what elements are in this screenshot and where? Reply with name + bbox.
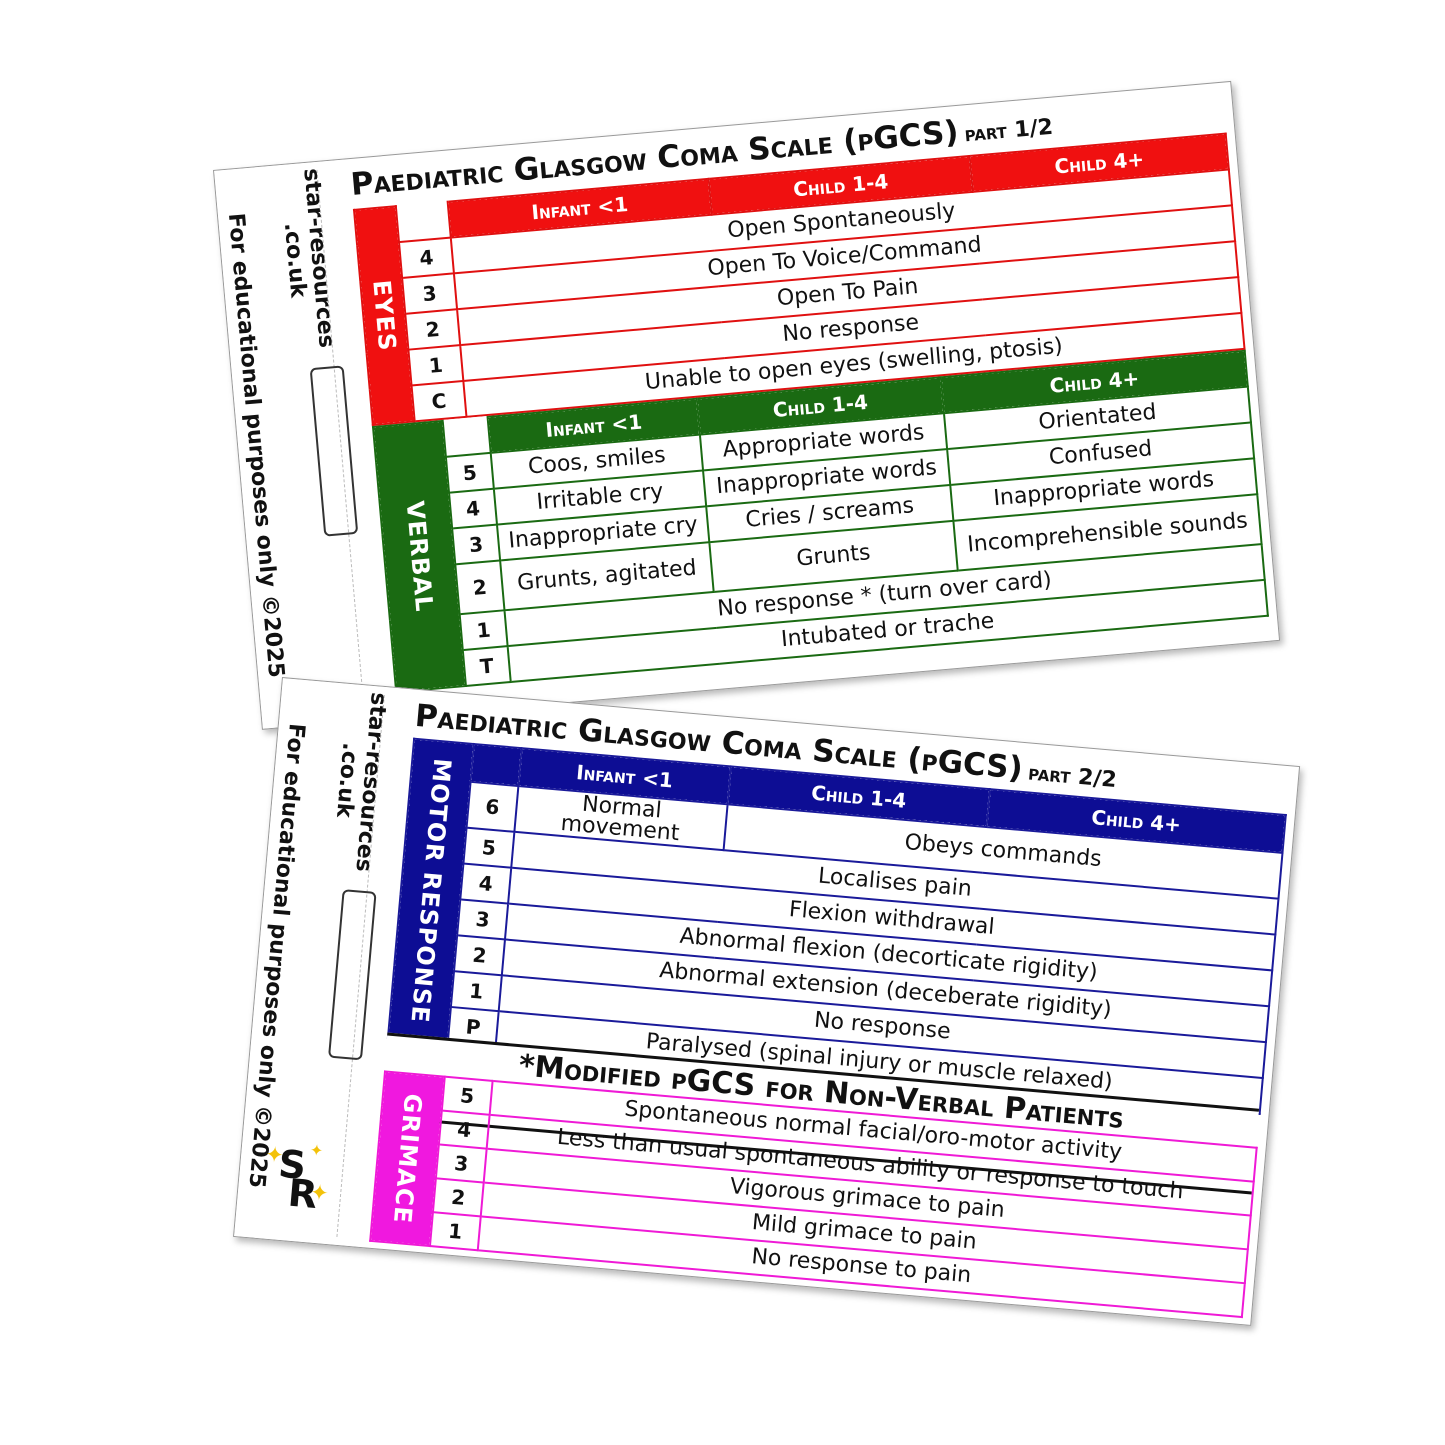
site-url: star-resources .co.uk: [326, 689, 391, 872]
motor-score-1: 1: [450, 971, 502, 1012]
grimace-score-1: 1: [429, 1212, 481, 1251]
star-resources-logo: ✦ ✦ ✦ S R: [264, 1140, 330, 1218]
logo-letter-r: R: [286, 1170, 320, 1217]
verbal-score-t: T: [462, 646, 511, 686]
motor-score-4: 4: [460, 863, 512, 904]
educational-note: For educational purposes only ©2025: [243, 722, 309, 1190]
title-part: part 1/2: [963, 114, 1055, 148]
site-url: star-resources .co.uk: [274, 167, 339, 350]
pgcs-card-part-1: star-resources .co.uk For educational pu…: [213, 80, 1281, 730]
pgcs-card-part-2: star-resources .co.uk For educational pu…: [233, 677, 1301, 1326]
score-header: [442, 417, 491, 457]
motor-score-2: 2: [454, 935, 505, 976]
motor-score-5: 5: [463, 827, 515, 868]
score-header: [470, 743, 522, 787]
eyes-score-1: 1: [408, 345, 464, 386]
eyes-score-c: C: [411, 380, 467, 422]
eyes-score-4: 4: [398, 237, 454, 278]
verbal-score-2: 2: [455, 560, 505, 615]
motor-score-6: 6: [466, 781, 519, 832]
eyes-score-2: 2: [405, 309, 461, 350]
lanyard-slot: [309, 365, 359, 537]
motor-score-3: 3: [457, 899, 509, 940]
grimace-score-3: 3: [435, 1144, 487, 1183]
verbal-score-1: 1: [459, 610, 508, 651]
verbal-score-3: 3: [452, 524, 501, 565]
verbal-score-4: 4: [449, 488, 497, 529]
score-header: [395, 201, 451, 243]
grimace-score-2: 2: [432, 1178, 484, 1217]
grimace-score-4: 4: [438, 1110, 490, 1149]
grimace-score-5: 5: [441, 1076, 493, 1115]
lanyard-slot: [328, 889, 377, 1061]
eyes-score-3: 3: [402, 273, 458, 314]
educational-note: For educational purposes only ©2025: [222, 212, 289, 679]
title-part: part 2/2: [1027, 760, 1118, 794]
verbal-score-5: 5: [445, 452, 494, 493]
star-icon: ✦: [309, 1140, 325, 1161]
